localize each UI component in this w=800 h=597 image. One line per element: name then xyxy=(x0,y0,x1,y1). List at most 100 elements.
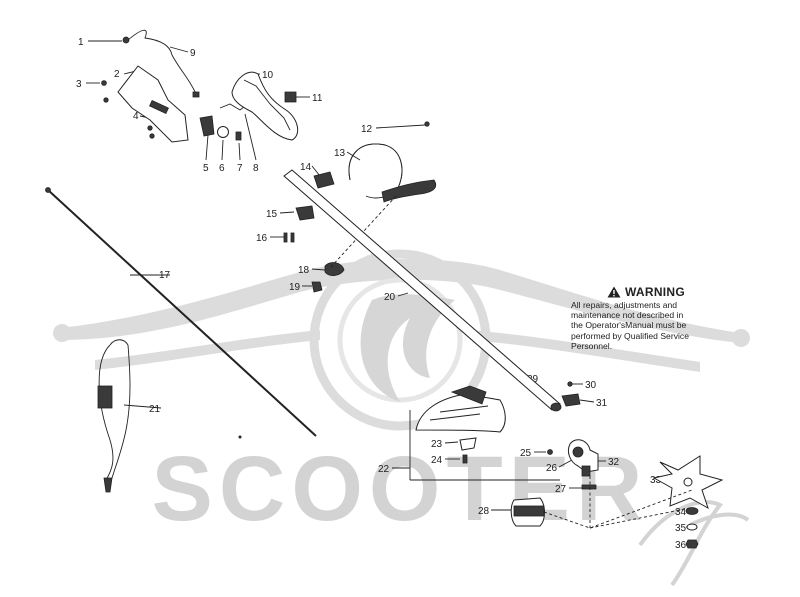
callout-31: 31 xyxy=(596,398,608,409)
callout-14: 14 xyxy=(300,162,312,173)
callout-25: 25 xyxy=(520,448,532,459)
part-throttle-cable xyxy=(127,29,197,95)
part-strap-top xyxy=(109,339,129,346)
callout-17: 17 xyxy=(159,270,171,281)
part-16-pin-a xyxy=(283,232,288,243)
part-25-bolt xyxy=(547,449,553,455)
callout-36: 36 xyxy=(675,540,687,551)
part-screw-3 xyxy=(101,80,107,86)
part-guard-ribs xyxy=(429,405,489,421)
part-30-screw xyxy=(567,381,573,387)
callout-2: 2 xyxy=(114,69,120,80)
part-23-shield xyxy=(459,437,477,451)
part-screw-4c xyxy=(149,133,155,139)
part-cable-end xyxy=(192,91,200,98)
part-tube xyxy=(283,169,561,411)
callout-21: 21 xyxy=(149,404,161,415)
part-drive-shaft xyxy=(47,189,317,437)
warning-title: WARNING xyxy=(624,285,686,299)
callout-23: 23 xyxy=(431,439,443,450)
part-16-pin-b xyxy=(290,232,295,243)
part-harness-strap xyxy=(98,344,131,481)
part-cable-connector xyxy=(122,36,130,44)
warning-line: Personnel. xyxy=(571,340,613,351)
callout-11: 11 xyxy=(312,93,323,104)
callout-29: 29 xyxy=(527,374,539,385)
callout-33: 33 xyxy=(650,475,662,486)
part-27-adapter xyxy=(581,484,597,490)
part-18-clamp xyxy=(324,262,345,276)
warning-line: the Operator'sManual must be xyxy=(571,320,687,331)
callout-22: 22 xyxy=(378,464,390,475)
callout-1: 1 xyxy=(78,37,84,48)
callout-3: 3 xyxy=(76,79,82,90)
part-bracket-slot xyxy=(149,99,169,115)
part-guard-top xyxy=(450,385,487,405)
assembly-dashed-lines xyxy=(543,476,693,529)
part-11-clip xyxy=(284,91,297,103)
warning-line: All repairs, adjustments and xyxy=(571,300,678,310)
callout-27: 27 xyxy=(555,484,567,495)
callout-28: 28 xyxy=(478,506,490,517)
part-34-washer xyxy=(685,507,699,515)
callout-4: 4 xyxy=(133,111,139,122)
callout-18: 18 xyxy=(298,265,310,276)
part-trimmer-band xyxy=(513,505,545,517)
part-12-screw xyxy=(424,121,430,127)
part-loop-handle-inner xyxy=(348,143,403,189)
callout-20: 20 xyxy=(384,292,396,303)
callout-10: 10 xyxy=(262,70,274,81)
part-6-washer xyxy=(217,126,229,138)
dot-mark-a xyxy=(238,435,242,439)
part-35-washer xyxy=(686,523,698,531)
watermark-text: SCOOTER xyxy=(152,438,649,540)
part-screw-4b xyxy=(147,125,153,131)
callout-34: 34 xyxy=(675,507,687,518)
part-gearbox-hub xyxy=(572,446,584,458)
warning-triangle-icon xyxy=(607,286,621,298)
part-19-nut xyxy=(311,281,323,293)
callout-32: 32 xyxy=(608,457,620,468)
part-14-bracket xyxy=(313,171,335,189)
watermark: SCOOTER xyxy=(53,249,750,587)
callout-8: 8 xyxy=(253,163,259,174)
part-gearbox-shaft xyxy=(581,465,591,477)
callout-7: 7 xyxy=(237,163,243,174)
part-36-nut xyxy=(685,539,699,549)
warning-notice: WARNING All repairs, adjustments and mai… xyxy=(571,285,721,351)
part-31-clamp xyxy=(561,393,581,407)
callout-6: 6 xyxy=(219,163,225,174)
callout-24: 24 xyxy=(431,455,443,466)
callout-16: 16 xyxy=(256,233,268,244)
part-handle-housing xyxy=(231,71,299,141)
part-blade-guard xyxy=(415,393,506,433)
part-strap-buckle xyxy=(97,385,113,409)
warning-text: All repairs, adjustments and maintenance… xyxy=(571,300,721,351)
parts xyxy=(45,29,724,549)
callout-9: 9 xyxy=(190,48,196,59)
watermark-flourish xyxy=(638,499,750,587)
callout-12: 12 xyxy=(361,124,373,135)
part-5-trigger xyxy=(199,115,215,137)
callout-19: 19 xyxy=(289,282,301,293)
part-tube-end xyxy=(550,402,562,412)
warning-title-row: WARNING xyxy=(571,285,721,299)
part-strap-clip xyxy=(103,477,113,493)
part-15-clamp xyxy=(295,205,315,221)
callout-labels: 1 2 3 4 5 6 7 8 9 10 11 12 13 14 15 16 1… xyxy=(76,37,687,551)
callout-26: 26 xyxy=(546,463,558,474)
warning-line: maintenance not described in xyxy=(571,310,684,321)
part-blade-center xyxy=(683,477,693,487)
part-7-pin xyxy=(235,131,242,141)
callout-30: 30 xyxy=(585,380,597,391)
part-shaft-tip xyxy=(45,187,51,193)
part-loop-grip xyxy=(381,179,437,203)
callout-13: 13 xyxy=(334,148,346,159)
callout-5: 5 xyxy=(203,163,209,174)
part-screw-4a xyxy=(103,97,109,103)
warning-line: performed by Qualified Service xyxy=(571,330,689,341)
callout-15: 15 xyxy=(266,209,278,220)
part-handle-detail xyxy=(243,79,291,131)
part-24-screw xyxy=(462,454,468,464)
